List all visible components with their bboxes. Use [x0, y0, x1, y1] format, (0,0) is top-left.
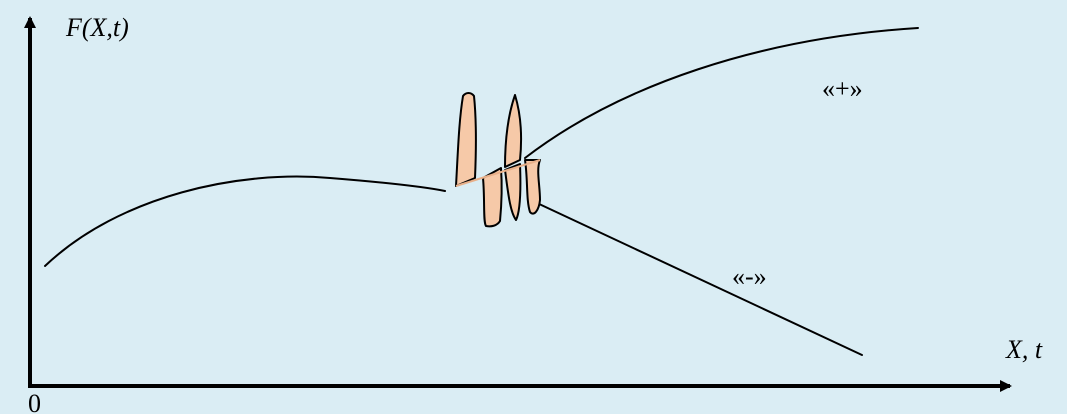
y-axis-label: F(X,t) [65, 13, 129, 42]
minus-branch-curve [536, 202, 863, 356]
initial-branch-curve [44, 175, 446, 267]
origin-label: 0 [28, 389, 41, 414]
minus-branch-label: «-» [732, 262, 767, 291]
plus-branch-curve [524, 27, 919, 159]
fluctuation-shape-1 [455, 92, 477, 187]
fluctuation-connector [455, 159, 541, 187]
x-axis-label: X, t [1005, 335, 1043, 364]
fluctuation-shape-3 [504, 94, 523, 168]
plus-branch-label: «+» [822, 74, 863, 103]
fluctuation-shape-2 [482, 167, 503, 228]
fluctuation-shape-5 [524, 159, 541, 215]
fluctuation-shape-4 [504, 163, 522, 221]
